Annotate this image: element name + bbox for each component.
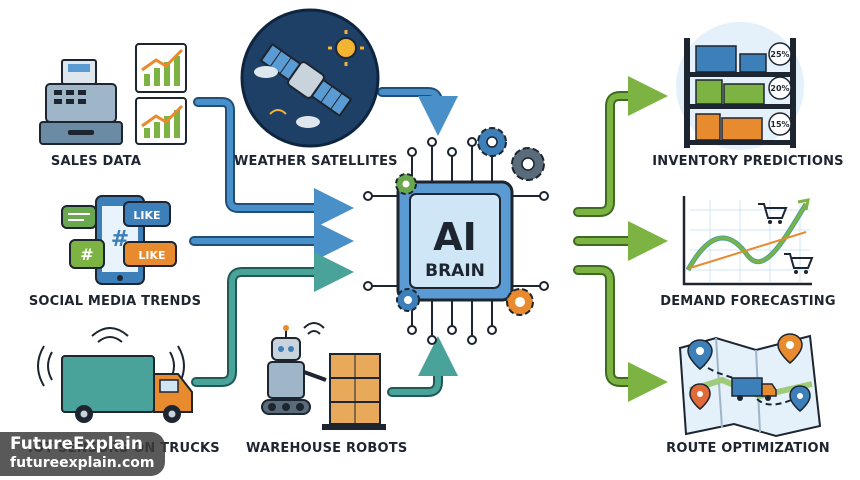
label-weather-satellites: WEATHER SATELLITES: [234, 154, 398, 169]
label-social-media-trends: SOCIAL MEDIA TRENDS: [28, 294, 202, 309]
shelf-percent-middle: 20%: [770, 84, 789, 93]
social-hash-glyph-2: #: [80, 245, 93, 264]
brain-subtitle: BRAIN: [425, 261, 485, 281]
chat-bubble-like-top: LIKE: [123, 201, 171, 227]
watermark-url: futureexplain.com: [10, 455, 155, 471]
sales-chart-icon-top: [135, 43, 187, 93]
social-hash-glyph-1: #: [111, 227, 129, 252]
chat-bubble-hash-top: [61, 205, 97, 229]
output-arrows: [573, 76, 668, 402]
gear-icon-left: [395, 173, 417, 195]
gear-icon-bottom-left: [396, 288, 420, 312]
label-demand-forecasting: DEMAND FORECASTING: [660, 294, 836, 309]
label-sales-data: SALES DATA: [50, 154, 142, 169]
label-warehouse-robots: WAREHOUSE ROBOTS: [246, 441, 408, 456]
truck-icon: [37, 327, 193, 423]
chat-bubble-like-bottom: LIKE: [123, 241, 177, 267]
chip-icon: [396, 180, 514, 302]
satellite-icon: [240, 8, 380, 148]
social-like-badge-2: LIKE: [138, 249, 165, 262]
arrow-robots-to-brain: [387, 336, 458, 397]
watermark-name: FutureExplain: [10, 434, 143, 454]
arrow-brain-to-route: [573, 265, 668, 402]
watermark-badge: FutureExplain futureexplain.com: [0, 432, 165, 476]
brain-title: AI: [433, 215, 477, 259]
cash-register-icon: [39, 59, 123, 145]
shopping-cart-icon-top: [758, 203, 788, 224]
forecast-chart-icon: [682, 196, 812, 286]
gear-icon-bottom-right: [506, 288, 534, 316]
arrow-trucks-to-brain: [191, 252, 354, 387]
arrow-brain-to-inventory: [573, 76, 668, 217]
boxes-icon: [322, 353, 386, 430]
shelf-percent-top: 25%: [770, 50, 789, 59]
map-pin-icon-bottom-right: [789, 385, 811, 412]
map-truck-icon: [731, 377, 777, 401]
social-like-badge-1: LIKE: [133, 209, 160, 222]
robot-icon: [261, 322, 327, 415]
label-route-optimization: ROUTE OPTIMIZATION: [666, 441, 830, 456]
map-pin-icon-left: [687, 339, 713, 370]
gear-icon-top-right: [511, 147, 545, 181]
sales-chart-icon-bottom: [135, 97, 187, 145]
input-arrows: [189, 87, 458, 397]
arrow-weather-to-brain: [377, 87, 458, 136]
map-pin-icon-bottom-left: [689, 383, 711, 410]
inventory-shelf-icon: [676, 22, 804, 150]
label-inventory-predictions: INVENTORY PREDICTIONS: [652, 154, 844, 169]
chat-bubble-hash-bottom: #: [69, 239, 105, 269]
shelf-percent-bottom: 15%: [770, 120, 789, 129]
gear-icon-top: [477, 127, 507, 157]
map-pin-icon-right: [777, 333, 803, 364]
shopping-cart-icon-bottom: [784, 253, 814, 274]
